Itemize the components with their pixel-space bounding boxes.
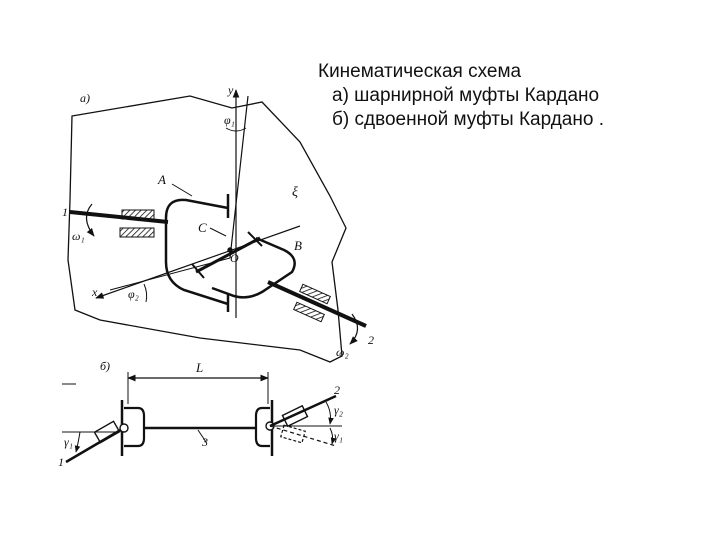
shaft-1-label: 1 <box>62 205 68 219</box>
center-o <box>227 247 233 253</box>
b-block-left <box>93 420 121 444</box>
c-label: C <box>198 220 207 235</box>
x-label: x <box>91 285 98 299</box>
b-block-right <box>281 404 309 428</box>
pointer-c <box>209 227 227 237</box>
omega2-arrow <box>349 313 359 345</box>
fig-b-label: б) <box>100 359 110 373</box>
phi1-arc <box>225 127 247 132</box>
b-shaft-dashed <box>269 425 337 447</box>
gamma2-label: γ₂ <box>334 403 343 417</box>
y-label: y <box>227 83 234 97</box>
bearing-2-bottom <box>293 301 325 323</box>
b-fork-right <box>254 406 270 448</box>
b-joint-left <box>119 423 129 433</box>
bearing-1-bottom <box>119 227 155 238</box>
gamma1-right-label: γ₁ <box>334 429 343 443</box>
figure-a <box>67 89 367 363</box>
caption-title: Кинематическая схема <box>318 61 522 82</box>
xi-label: ξ <box>292 185 298 200</box>
caption: Кинематическая схема а) шарнирной муфты … <box>318 60 604 132</box>
gamma1-arc-left <box>74 431 81 453</box>
fig-a-label: a) <box>80 91 90 105</box>
shaft-2 <box>267 280 367 328</box>
gamma2-arc <box>325 401 334 425</box>
fork-a <box>164 198 229 306</box>
shaft-3-pointer <box>197 429 207 443</box>
gamma1-arc-right <box>329 427 337 445</box>
housing-region <box>67 95 347 363</box>
omega1-label: ω₁ <box>72 229 85 243</box>
phi1-label: φ₁ <box>224 113 235 127</box>
figure-b-labels: б) L 1 γ₁ 3 2 γ₂ γ₁ <box>58 359 343 469</box>
fork-b <box>211 236 296 299</box>
l-label: L <box>195 360 203 375</box>
phi2-arc <box>143 283 148 303</box>
figure-a-labels: a) y φ₁ ξ A C O B 1 ω₁ x φ₂ 2 ω₂ <box>62 83 374 359</box>
cross-pin-a <box>247 231 263 247</box>
b-shaft-2 <box>269 394 337 428</box>
a-label: A <box>157 172 166 187</box>
x-axis-line <box>95 225 301 299</box>
shaft-2-label: 2 <box>368 333 374 347</box>
cross-arm <box>195 236 261 274</box>
bearing-2-top <box>299 283 331 305</box>
xi-axis-line <box>229 95 249 259</box>
caption-line-a: а) шарнирной муфты Кардано <box>332 85 600 106</box>
figure-b <box>62 372 342 464</box>
cross-pin-b <box>191 263 205 279</box>
b-label: B <box>294 238 302 253</box>
b-shaft-1-label: 1 <box>58 455 64 469</box>
b-block-dashed <box>280 424 306 444</box>
phi2-label: φ₂ <box>128 287 139 301</box>
b-shaft-2-label: 2 <box>334 383 340 397</box>
o-label: O <box>230 251 239 265</box>
caption-line-b: б) сдвоенной муфты Кардано . <box>332 109 604 130</box>
b-shaft-1 <box>65 426 125 464</box>
pointer-a <box>171 183 193 197</box>
gamma1-left-label: γ₁ <box>64 435 73 449</box>
omega1-arrow <box>85 203 95 237</box>
bearing-1-top <box>121 209 155 220</box>
b-shaft-3-label: 3 <box>201 435 208 449</box>
omega2-label: ω₂ <box>336 345 349 359</box>
